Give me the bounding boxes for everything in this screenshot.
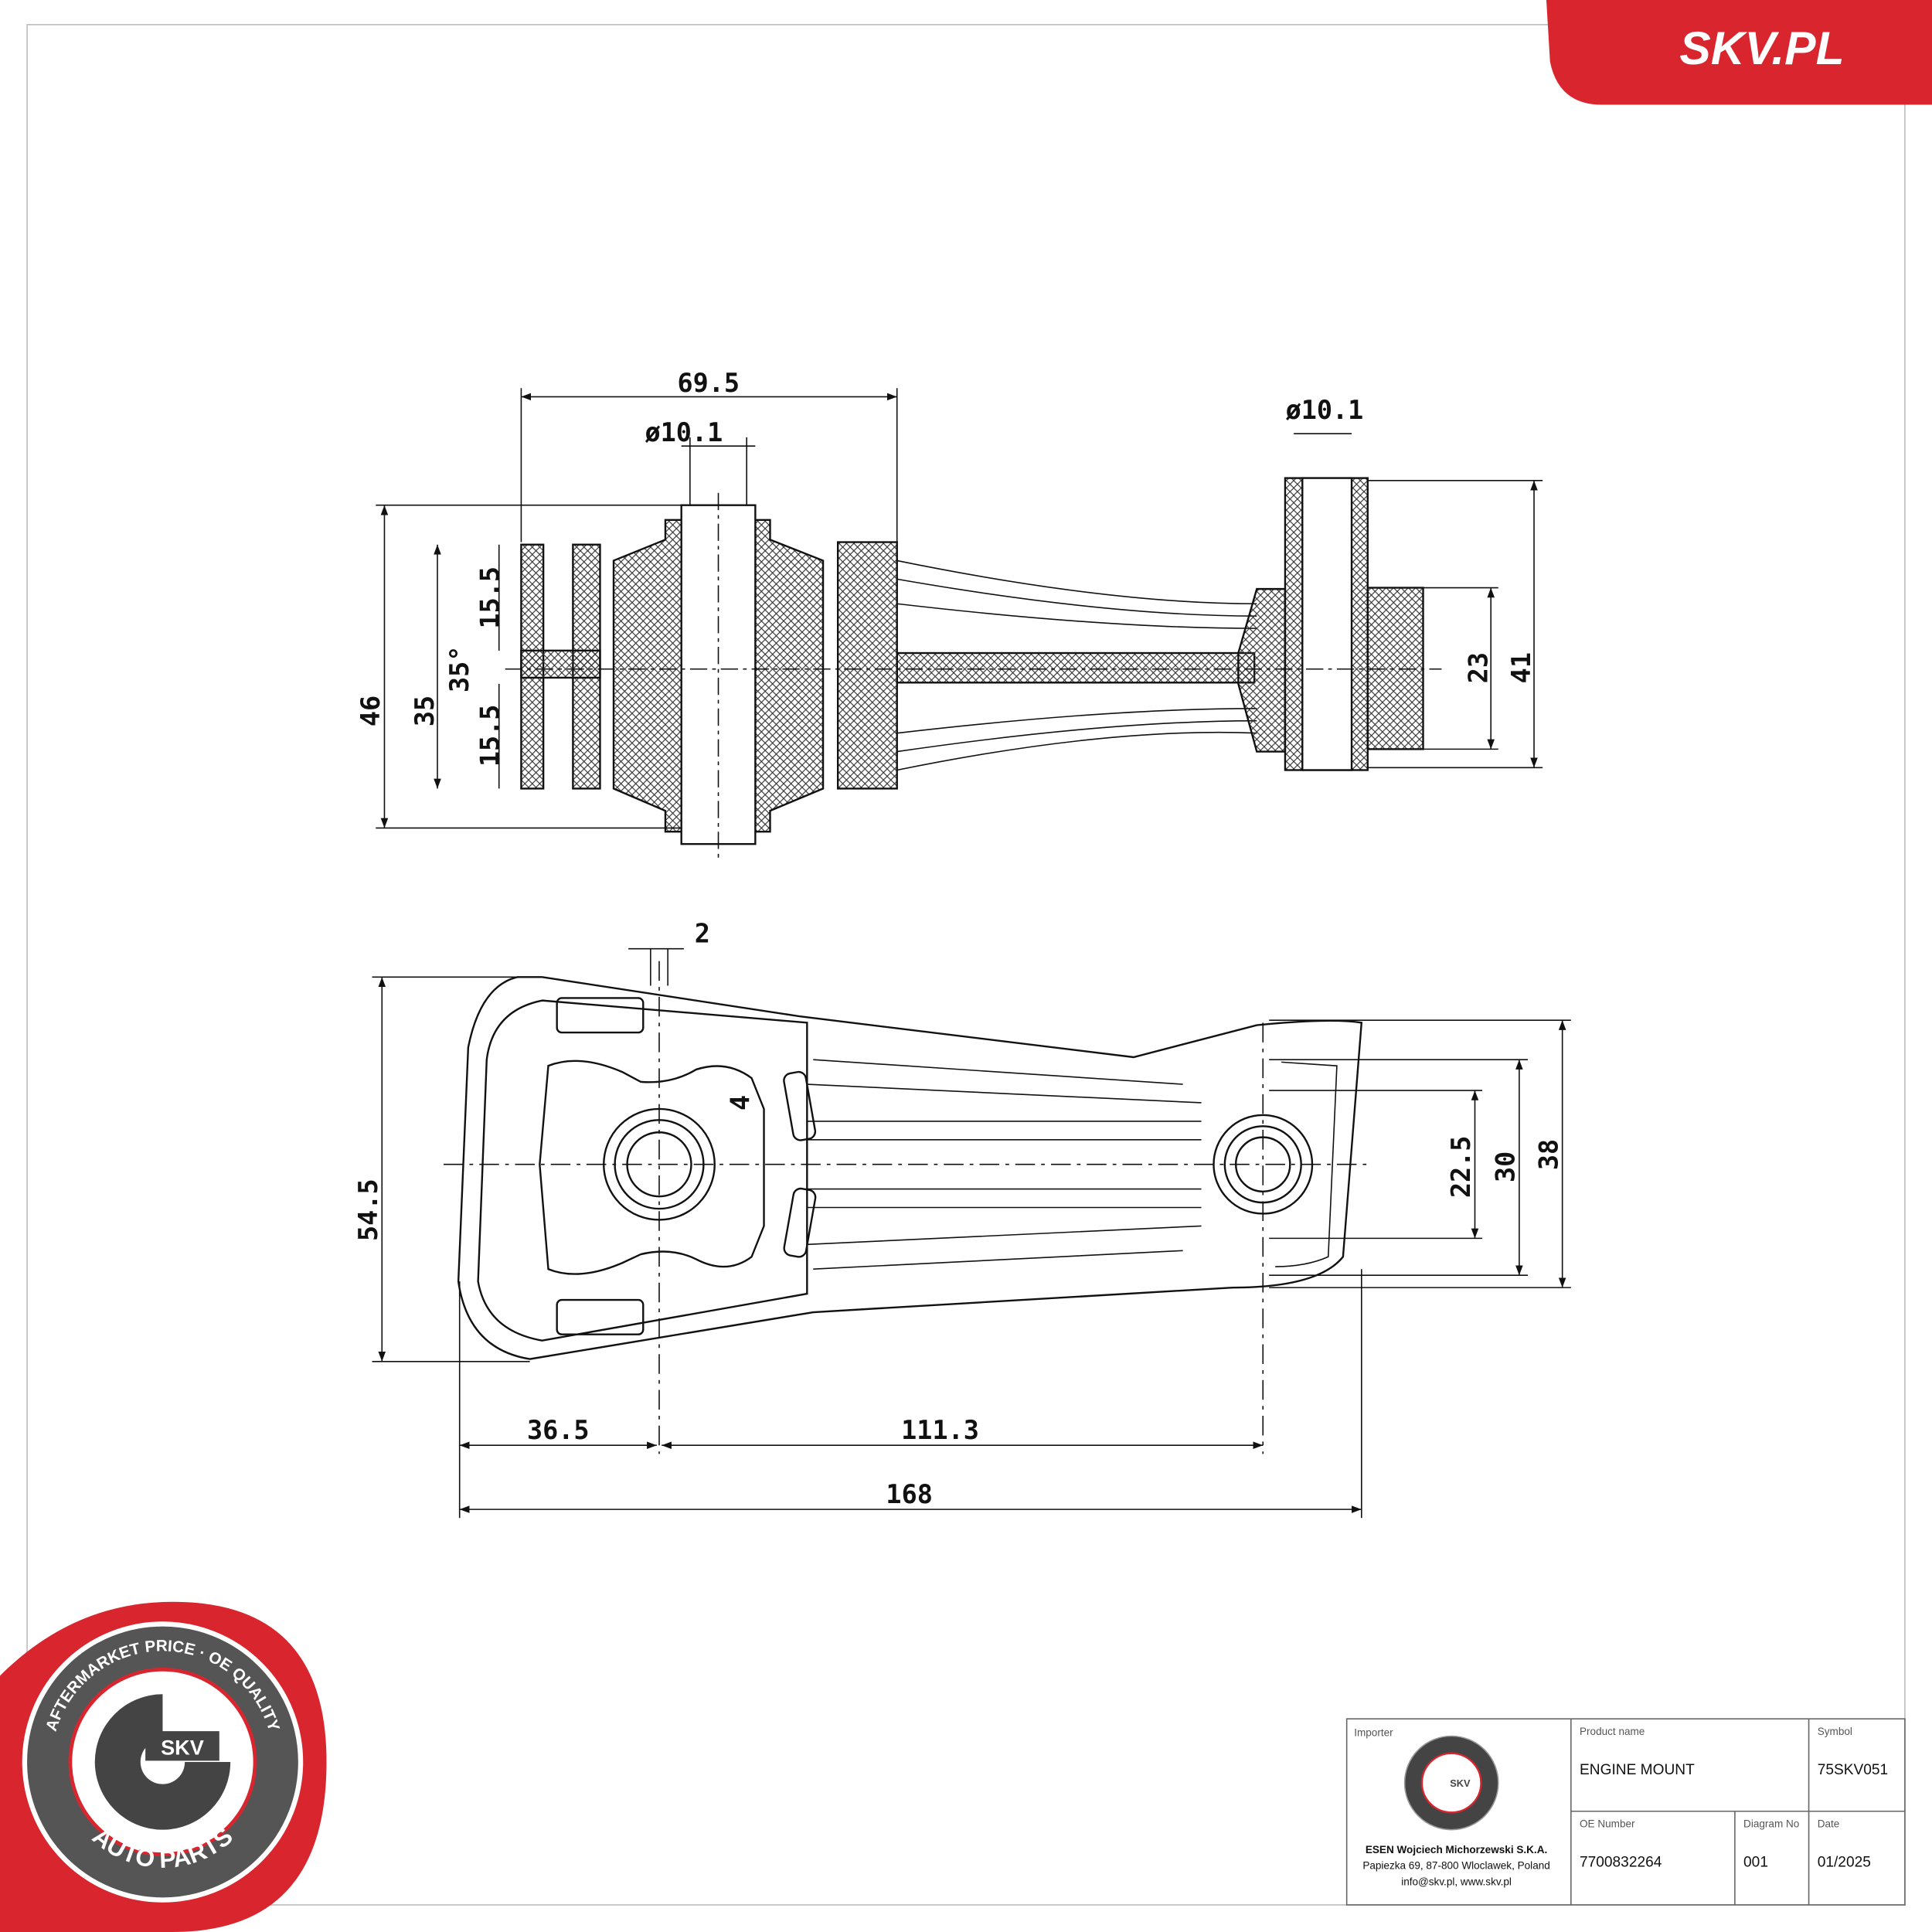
title-block: SKV — [1345, 1718, 1906, 1906]
dim-111-3: 111.3 — [901, 1415, 979, 1445]
dim-4: 4 — [725, 1095, 755, 1111]
product-label: Product name — [1580, 1726, 1645, 1737]
dim-15-bottom: 15.5 — [475, 705, 505, 767]
front-view — [443, 961, 1368, 1454]
top-view-dimensions — [376, 388, 1543, 829]
front-view-dimensions — [372, 947, 1571, 1519]
dim-36-5: 36.5 — [527, 1415, 590, 1445]
dim-bore-left: ø10.1 — [645, 417, 723, 447]
diagram-value: 001 — [1743, 1854, 1768, 1870]
page-frame — [26, 24, 1906, 1906]
dim-15-top: 15.5 — [475, 566, 505, 629]
diagram-label: Diagram No — [1743, 1818, 1799, 1829]
brand-corner: SKV.PL — [1546, 0, 1932, 105]
date-label: Date — [1818, 1818, 1840, 1829]
symbol-label: Symbol — [1818, 1726, 1852, 1737]
importer-label: Importer — [1354, 1726, 1393, 1738]
dim-168: 168 — [886, 1479, 932, 1509]
brand-site: SKV.PL — [1679, 22, 1844, 74]
dim-angle: 35° — [444, 646, 474, 692]
badge-center-text: SKV — [161, 1735, 204, 1759]
title-logo-text: SKV — [1450, 1777, 1471, 1789]
dim-46: 46 — [355, 696, 386, 726]
importer-contact: info@skv.pl, www.skv.pl — [1401, 1876, 1512, 1887]
dim-30: 30 — [1491, 1151, 1521, 1182]
oe-value: 7700832264 — [1580, 1854, 1662, 1870]
dim-2: 2 — [695, 919, 710, 949]
dim-22-5: 22.5 — [1446, 1136, 1476, 1199]
dim-38: 38 — [1533, 1139, 1563, 1170]
importer-address: Papiezka 69, 87-800 Wloclawek, Poland — [1362, 1860, 1549, 1872]
dim-54-5: 54.5 — [353, 1179, 383, 1241]
dim-23: 23 — [1463, 652, 1493, 683]
skv-badge-logo: SKV AFTERMARKET PRICE · OE QUALITY AUTO … — [0, 1601, 327, 1932]
product-value: ENGINE MOUNT — [1580, 1762, 1695, 1778]
oe-label: OE Number — [1580, 1818, 1635, 1829]
symbol-value: 75SKV051 — [1818, 1762, 1888, 1778]
dim-bore-right: ø10.1 — [1286, 395, 1364, 425]
dim-width: 69.5 — [677, 368, 740, 398]
top-view — [505, 477, 1442, 863]
dim-41: 41 — [1506, 652, 1536, 683]
dim-35: 35 — [410, 696, 440, 726]
date-value: 01/2025 — [1818, 1854, 1871, 1870]
importer-name: ESEN Wojciech Michorzewski S.K.A. — [1366, 1844, 1547, 1855]
